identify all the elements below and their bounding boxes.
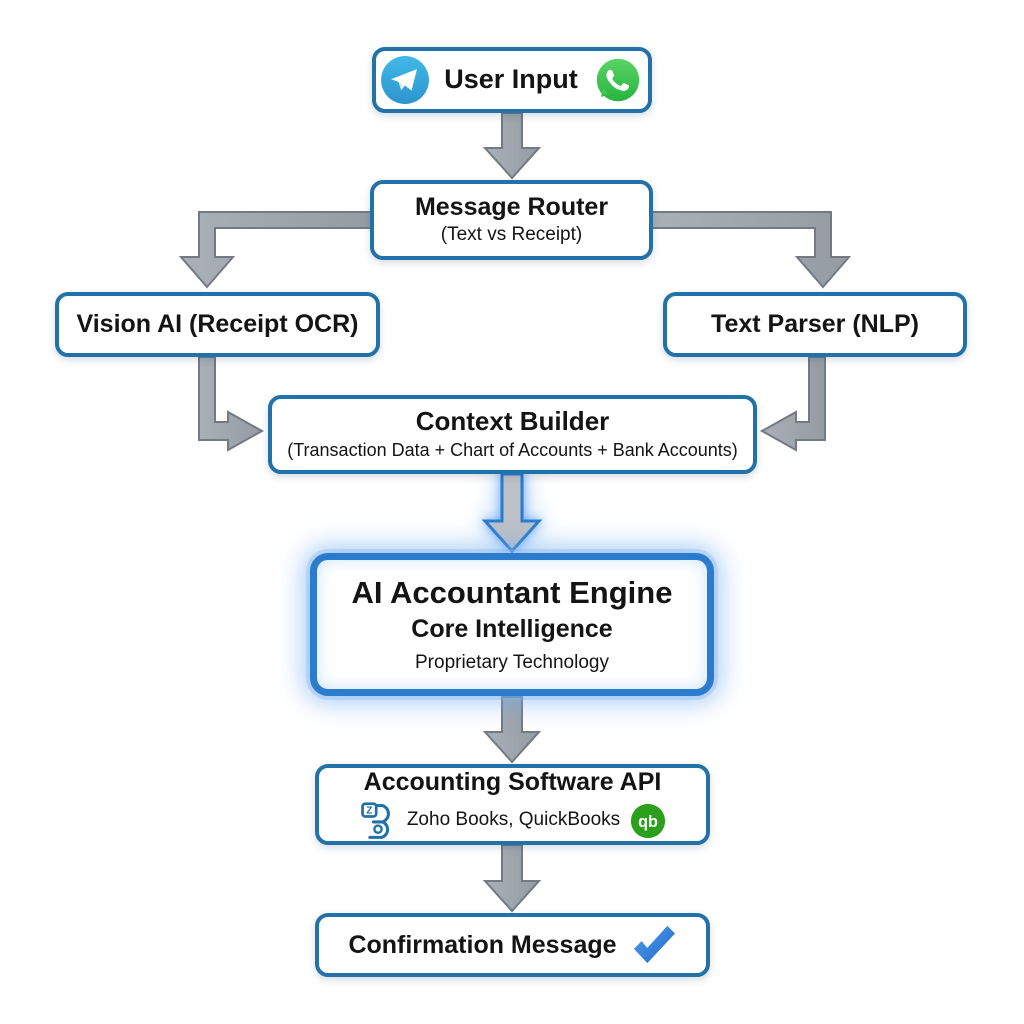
svg-text:Z: Z — [366, 806, 372, 817]
node-subtitle: (Text vs Receipt) — [440, 223, 583, 245]
checkmark-icon — [631, 924, 677, 966]
node-subtitle: (Transaction Data + Chart of Accounts + … — [287, 440, 738, 461]
node-accounting-software-api: Accounting Software API Z Zoho Books, Qu… — [315, 764, 710, 845]
whatsapp-icon — [592, 54, 644, 106]
node-subtitle: Core Intelligence — [411, 615, 613, 644]
node-title: Vision AI (Receipt OCR) — [76, 310, 359, 339]
quickbooks-icon: qb — [630, 803, 666, 839]
node-user-input: User Input — [372, 47, 652, 113]
node-message-router: Message Router (Text vs Receipt) — [370, 180, 653, 260]
node-title: Message Router — [414, 193, 609, 222]
node-note: Proprietary Technology — [415, 652, 609, 674]
arrow-textparser-to-context — [759, 356, 826, 452]
zoho-books-icon: Z — [359, 801, 397, 841]
arrow-api-to-confirmation — [482, 844, 542, 913]
arrow-router-to-visionai — [178, 211, 373, 289]
node-title: User Input — [444, 64, 578, 95]
node-vision-ai: Vision AI (Receipt OCR) — [55, 292, 380, 357]
arrow-visionai-to-context — [198, 356, 265, 452]
telegram-icon — [380, 55, 430, 105]
arrow-context-to-engine — [481, 472, 543, 554]
node-subtitle: Zoho Books, QuickBooks — [406, 809, 621, 831]
arrow-router-to-textparser — [651, 211, 852, 289]
node-title: Confirmation Message — [348, 930, 617, 959]
node-title: Accounting Software API — [363, 768, 662, 797]
svg-text:qb: qb — [638, 813, 658, 831]
node-title: Context Builder — [415, 406, 610, 437]
node-title: AI Accountant Engine — [351, 574, 673, 610]
node-ai-accountant-engine: AI Accountant Engine Core Intelligence P… — [310, 553, 714, 696]
node-title: Text Parser (NLP) — [711, 310, 919, 339]
arrow-engine-to-api — [482, 696, 542, 764]
node-confirmation-message: Confirmation Message — [315, 913, 710, 977]
node-context-builder: Context Builder (Transaction Data + Char… — [268, 395, 757, 474]
arrow-userinput-to-router — [482, 112, 542, 180]
node-text-parser: Text Parser (NLP) — [663, 292, 967, 357]
